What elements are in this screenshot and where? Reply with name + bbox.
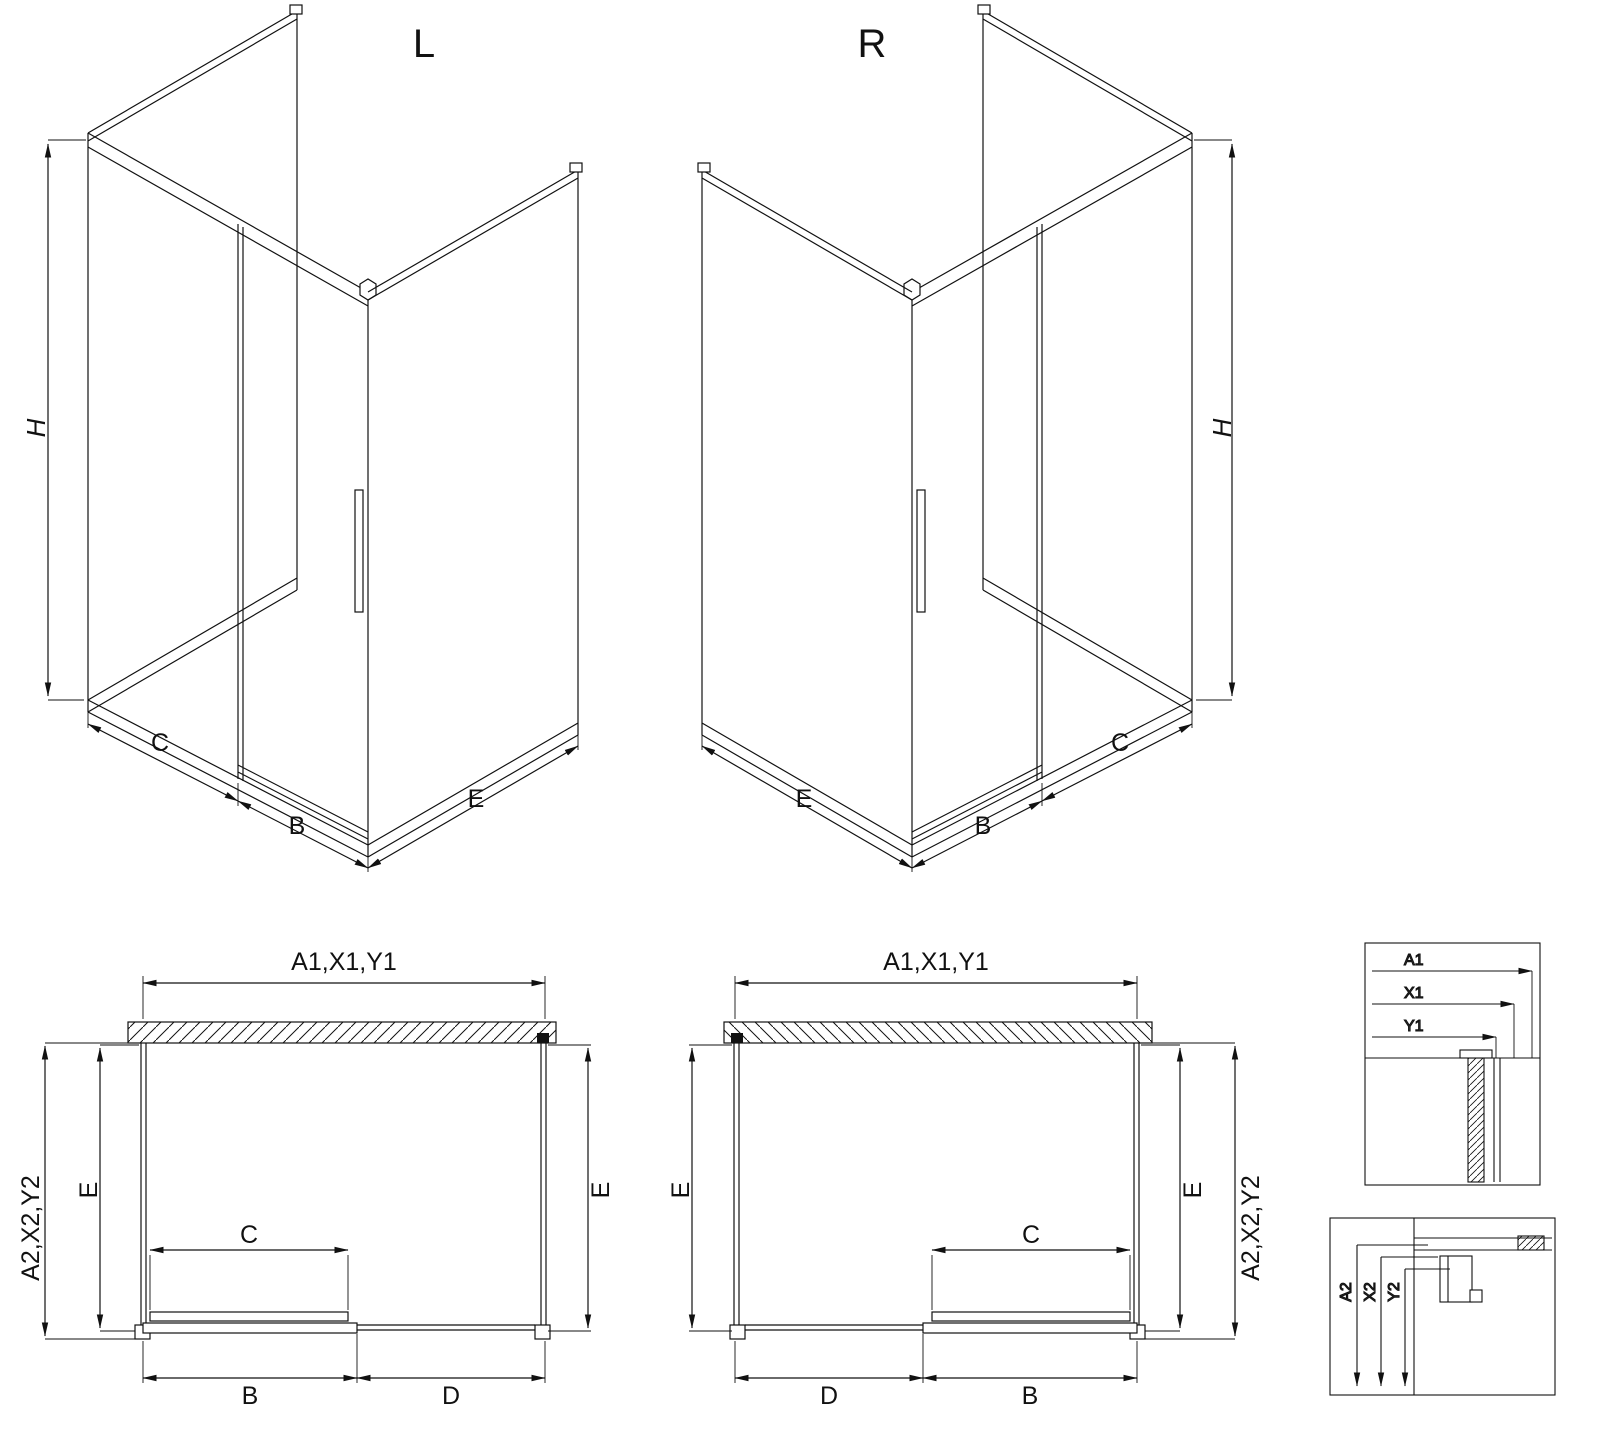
variant-title-left: L — [413, 22, 435, 66]
plan-right-side-left-label: E — [667, 1182, 695, 1199]
variant-title-right: R — [858, 22, 887, 66]
iso-left-geometry — [48, 5, 582, 872]
plan-left-bottom-fixed-label: D — [442, 1382, 460, 1410]
iso-view-left: L H C B E — [21, 5, 582, 872]
dim-label-height-left: H — [21, 418, 51, 437]
detail-label-y2: Y2 — [1386, 1282, 1403, 1302]
plan-right-door-panel-label: C — [1022, 1221, 1040, 1249]
plan-left-labels: A1,X1,Y1 A2,X2,Y2 E E C B D — [17, 948, 615, 1410]
plan-right-depth-label: A2,X2,Y2 — [1237, 1175, 1265, 1281]
plan-left-bottom-door-label: B — [242, 1382, 259, 1410]
iso-right-labels: R H E B C — [796, 22, 1237, 840]
plan-left-door-panel-label: C — [240, 1221, 258, 1249]
iso-left-labels: L H C B E — [21, 22, 484, 840]
plan-view-left: A1,X1,Y1 A2,X2,Y2 E E C B D — [17, 948, 615, 1410]
iso-right-geometry — [698, 5, 1232, 872]
detail-label-a2: A2 — [1338, 1282, 1355, 1302]
detail-label-y1: Y1 — [1404, 1018, 1424, 1035]
detail-wall-mount: A1 X1 Y1 — [1364, 942, 1541, 1186]
plan-left-side-left-label: E — [75, 1182, 103, 1199]
plan-right-geometry — [689, 976, 1235, 1383]
plan-right-bottom-door-label: B — [1022, 1382, 1039, 1410]
dim-label-fixed-right: C — [1111, 729, 1129, 757]
detail-label-x1: X1 — [1404, 985, 1424, 1002]
iso-view-right: R H E B C — [698, 5, 1237, 872]
dim-label-side-right: E — [796, 785, 813, 813]
detail-floor-labels: A2 X2 Y2 — [1337, 1282, 1403, 1303]
detail-wall-labels: A1 X1 Y1 — [1403, 951, 1424, 1035]
plan-left-geometry — [45, 976, 591, 1383]
dim-label-height-right: H — [1207, 418, 1237, 437]
dim-label-door-left: B — [289, 812, 306, 840]
detail-floor-profile: A2 X2 Y2 — [1329, 1217, 1556, 1396]
plan-right-bottom-fixed-label: D — [820, 1382, 838, 1410]
plan-left-width-label: A1,X1,Y1 — [291, 948, 397, 976]
plan-left-depth-label: A2,X2,Y2 — [17, 1175, 45, 1281]
detail-label-x2: X2 — [1362, 1282, 1379, 1302]
detail-label-a1: A1 — [1404, 952, 1424, 969]
plan-right-width-label: A1,X1,Y1 — [883, 948, 989, 976]
dim-label-side-left: E — [468, 785, 485, 813]
plan-left-side-right-label: E — [587, 1182, 615, 1199]
plan-right-labels: A1,X1,Y1 A2,X2,Y2 E E C D B — [667, 948, 1265, 1410]
plan-right-side-right-label: E — [1179, 1182, 1207, 1199]
dim-label-door-right: B — [975, 812, 992, 840]
dim-label-fixed-left: C — [151, 729, 169, 757]
plan-view-right: A1,X1,Y1 A2,X2,Y2 E E C D B — [667, 948, 1265, 1410]
